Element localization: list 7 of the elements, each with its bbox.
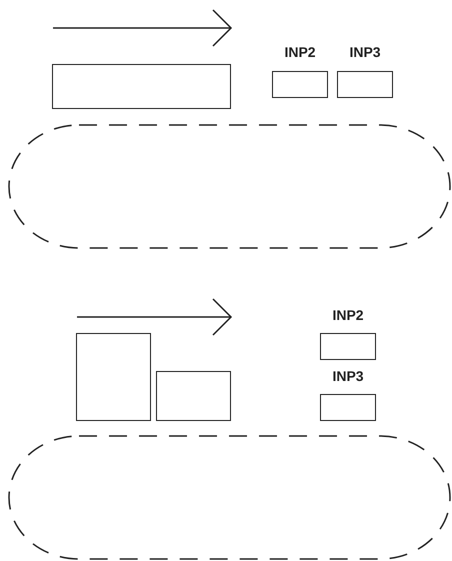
empty-box (52, 64, 231, 109)
empty-box (76, 333, 151, 421)
input-label: INP2 (283, 43, 317, 61)
empty-box (156, 371, 231, 421)
input-label: INP3 (348, 43, 382, 61)
input-label: INP2 (331, 306, 365, 324)
input-label: INP3 (331, 367, 365, 385)
